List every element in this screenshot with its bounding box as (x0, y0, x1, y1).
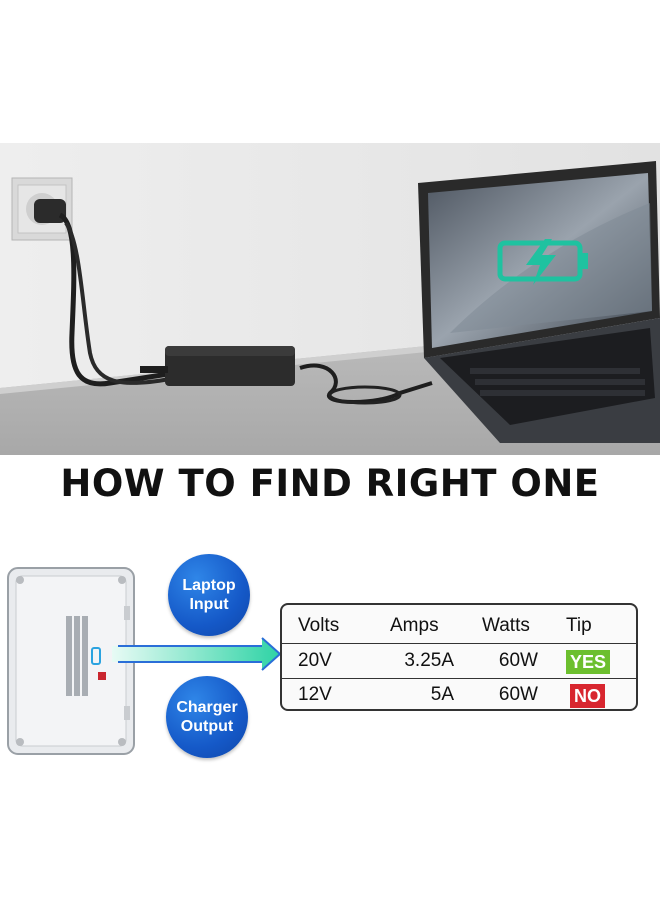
laptop-bottom-view (6, 566, 136, 756)
watts-cell: 60W (498, 684, 538, 705)
tip-yes-badge: YES (566, 650, 611, 674)
bubble-label-line: Charger (176, 699, 238, 716)
power-outlet-icon (11, 177, 73, 241)
table-row: 12V 5A 60W NO (282, 678, 636, 712)
table-row: 20V 3.25A 60W YES (282, 643, 636, 679)
laptop-icon (418, 161, 660, 443)
tip-no-badge: NO (570, 684, 605, 708)
amps-cell: 3.25A (404, 650, 454, 671)
charger-output-bubble: Charger Output (166, 676, 248, 758)
arrow-right-icon (112, 636, 282, 672)
bubble-label-line: Input (189, 596, 229, 613)
table-header-row: Volts Amps Watts Tip (282, 609, 636, 643)
column-header: Tip (566, 615, 592, 636)
column-header: Volts (298, 615, 340, 636)
volts-cell: 20V (298, 650, 332, 671)
watts-cell: 60W (498, 650, 538, 671)
battery-charging-icon (497, 239, 588, 285)
page-title: HOW TO FIND RIGHT ONE (60, 462, 600, 505)
column-header: Amps (390, 615, 439, 636)
amps-cell: 5A (430, 684, 454, 705)
bubble-label-line: Output (180, 718, 234, 735)
bubble-label-line: Laptop (182, 577, 236, 594)
volts-cell: 12V (298, 684, 332, 705)
laptop-input-bubble: Laptop Input (168, 554, 250, 636)
spec-table: Volts Amps Watts Tip 20V 3.25A 60W YES 1… (280, 603, 638, 711)
product-photo (0, 143, 660, 455)
column-header: Watts (482, 615, 530, 636)
